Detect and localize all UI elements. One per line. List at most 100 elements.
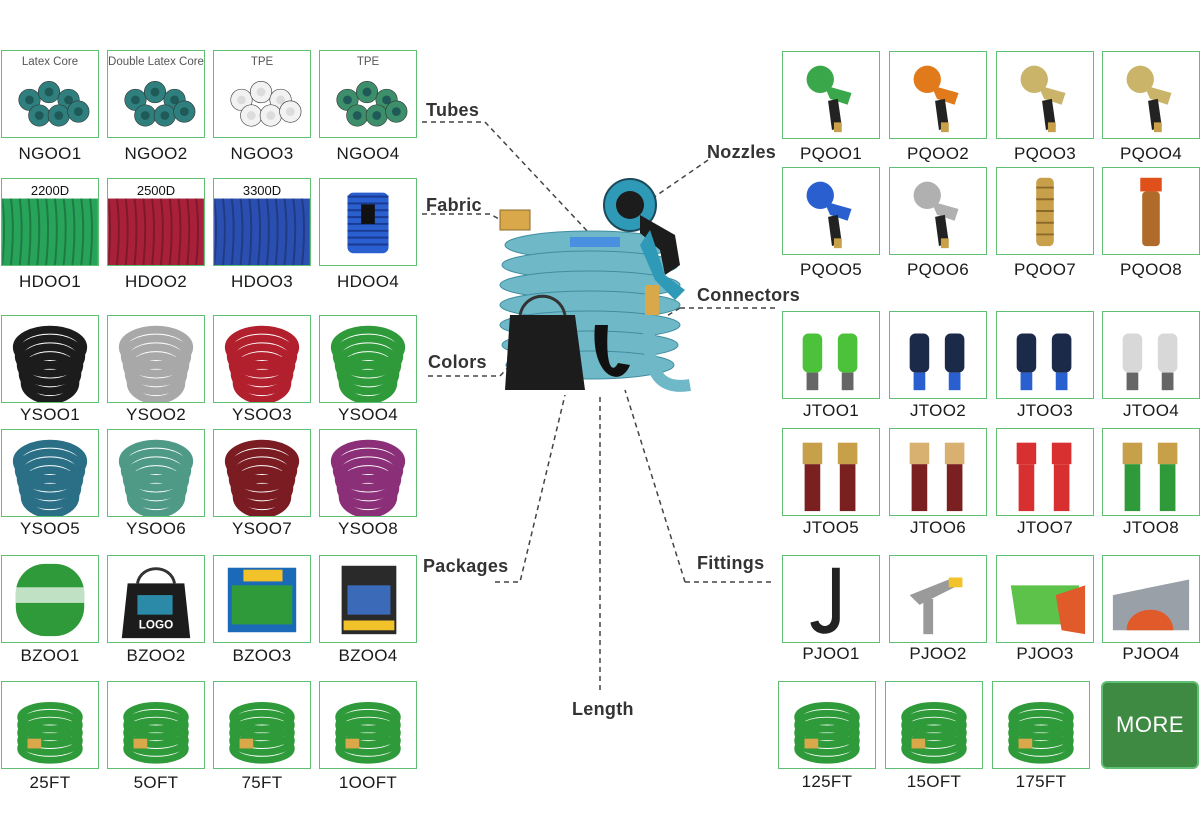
nozzle-tile-5-image — [806, 181, 852, 249]
nozzle-code: PQOO6 — [907, 260, 969, 279]
nozzle-tile-1[interactable] — [782, 51, 880, 139]
tube-code: NGOO3 — [230, 144, 294, 163]
nozzle-tile-4[interactable] — [1102, 51, 1200, 139]
connector-tile-5-image — [802, 442, 858, 512]
tube-tile-2-image — [124, 81, 196, 127]
nozzle-tile-7[interactable] — [996, 167, 1094, 255]
tile-caption: TPE — [356, 56, 380, 68]
fabric-code: HDOO3 — [231, 272, 293, 291]
fabric-tile-1[interactable]: 2200D — [1, 178, 99, 266]
connector-tile-4-image — [1122, 333, 1178, 391]
connector-code: JTOO8 — [1123, 518, 1179, 537]
category-fabric: Fabric — [426, 195, 482, 215]
color-code: YSOO5 — [19, 519, 81, 538]
tile-caption: 3300D — [242, 183, 282, 198]
length-tile-right-3[interactable] — [992, 681, 1090, 769]
length-tile-left-3[interactable] — [213, 681, 311, 769]
color-tile-8[interactable] — [319, 429, 417, 517]
length-tile-right-2[interactable] — [885, 681, 983, 769]
tube-tile-4-image — [336, 81, 408, 127]
length-tile-left-2[interactable] — [107, 681, 205, 769]
nozzle-tile-3[interactable] — [996, 51, 1094, 139]
package-tile-4[interactable] — [319, 555, 417, 643]
color-code: YSOO2 — [125, 405, 187, 424]
category-connectors: Connectors — [697, 285, 801, 305]
nozzle-code: PQOO2 — [907, 144, 969, 163]
package-code: BZOO4 — [338, 646, 398, 665]
fitting-tile-2[interactable] — [889, 555, 987, 643]
tube-code: NGOO4 — [336, 144, 400, 163]
tile-caption: Latex Core — [21, 56, 79, 68]
fabric-tile-3[interactable]: 3300D — [213, 178, 311, 266]
tube-tile-4[interactable]: TPE — [319, 50, 417, 138]
length-code: 15OFT — [906, 772, 962, 791]
category-tubes: Tubes — [426, 100, 480, 120]
connector-tile-4[interactable] — [1102, 311, 1200, 399]
fitting-tile-4-image — [1112, 579, 1190, 631]
packages-line — [495, 394, 566, 583]
color-tile-7[interactable] — [213, 429, 311, 517]
package-tile-3[interactable] — [213, 555, 311, 643]
length-tile-left-4[interactable] — [319, 681, 417, 769]
color-tile-4[interactable] — [319, 315, 417, 403]
connector-tile-6[interactable] — [889, 428, 987, 516]
hose-product-image — [499, 178, 691, 392]
tube-tile-1[interactable]: Latex Core — [1, 50, 99, 138]
connector-tile-2[interactable] — [889, 311, 987, 399]
tile-caption: TPE — [250, 56, 274, 68]
color-tile-3[interactable] — [213, 315, 311, 403]
connector-tile-7[interactable] — [996, 428, 1094, 516]
tube-tile-3[interactable]: TPE — [213, 50, 311, 138]
more-button[interactable]: MORE — [1101, 681, 1199, 769]
length-tile-left-1-image — [17, 702, 83, 764]
color-tile-2-image — [118, 325, 194, 402]
connector-code: JTOO2 — [910, 401, 966, 420]
connector-tile-8[interactable] — [1102, 428, 1200, 516]
package-code: BZOO2 — [126, 646, 186, 665]
connector-tile-6-image — [909, 442, 965, 512]
package-tile-3-image — [227, 567, 297, 633]
length-code: 125FT — [801, 772, 853, 791]
color-tile-5[interactable] — [1, 429, 99, 517]
nozzle-code: PQOO4 — [1120, 144, 1182, 163]
fitting-tile-4[interactable] — [1102, 555, 1200, 643]
color-code: YSOO4 — [337, 405, 399, 424]
nozzle-tile-8[interactable] — [1102, 167, 1200, 255]
package-tile-1[interactable] — [1, 555, 99, 643]
connector-code: JTOO1 — [803, 401, 859, 420]
fitting-tile-3[interactable] — [996, 555, 1094, 643]
connector-tile-1[interactable] — [782, 311, 880, 399]
fabric-code: HDOO2 — [125, 272, 187, 291]
nozzle-tile-1-image — [806, 65, 852, 133]
fitting-tile-1[interactable] — [782, 555, 880, 643]
fabric-tile-2[interactable]: 2500D — [107, 178, 205, 266]
connector-tile-3[interactable] — [996, 311, 1094, 399]
fabric-tile-4-image — [347, 192, 389, 254]
color-tile-7-image — [224, 439, 300, 516]
connector-code: JTOO3 — [1017, 401, 1073, 420]
color-tile-1[interactable] — [1, 315, 99, 403]
length-tile-right-1[interactable] — [778, 681, 876, 769]
nozzle-tile-2[interactable] — [889, 51, 987, 139]
tube-code: NGOO2 — [124, 144, 188, 163]
color-tile-2[interactable] — [107, 315, 205, 403]
fitting-code: PJOO3 — [1016, 644, 1074, 663]
package-tile-1-image — [15, 563, 85, 637]
category-fittings: Fittings — [697, 553, 765, 573]
length-tile-left-2-image — [123, 702, 189, 764]
fitting-tile-3-image — [1010, 585, 1086, 635]
fabric-code: HDOO1 — [19, 272, 81, 291]
color-tile-6[interactable] — [107, 429, 205, 517]
category-length: Length — [572, 699, 634, 719]
tube-tile-2[interactable]: Double Latex Core — [107, 50, 205, 138]
connector-tile-5[interactable] — [782, 428, 880, 516]
nozzle-tile-5[interactable] — [782, 167, 880, 255]
color-code: YSOO6 — [125, 519, 187, 538]
length-tile-left-1[interactable] — [1, 681, 99, 769]
tile-caption: Double Latex Core — [108, 56, 204, 68]
tube-tile-1-image — [18, 81, 90, 127]
fabric-tile-4[interactable] — [319, 178, 417, 266]
nozzle-tile-3-image — [1020, 65, 1066, 133]
nozzle-tile-6[interactable] — [889, 167, 987, 255]
package-tile-2[interactable]: LOGO — [107, 555, 205, 643]
